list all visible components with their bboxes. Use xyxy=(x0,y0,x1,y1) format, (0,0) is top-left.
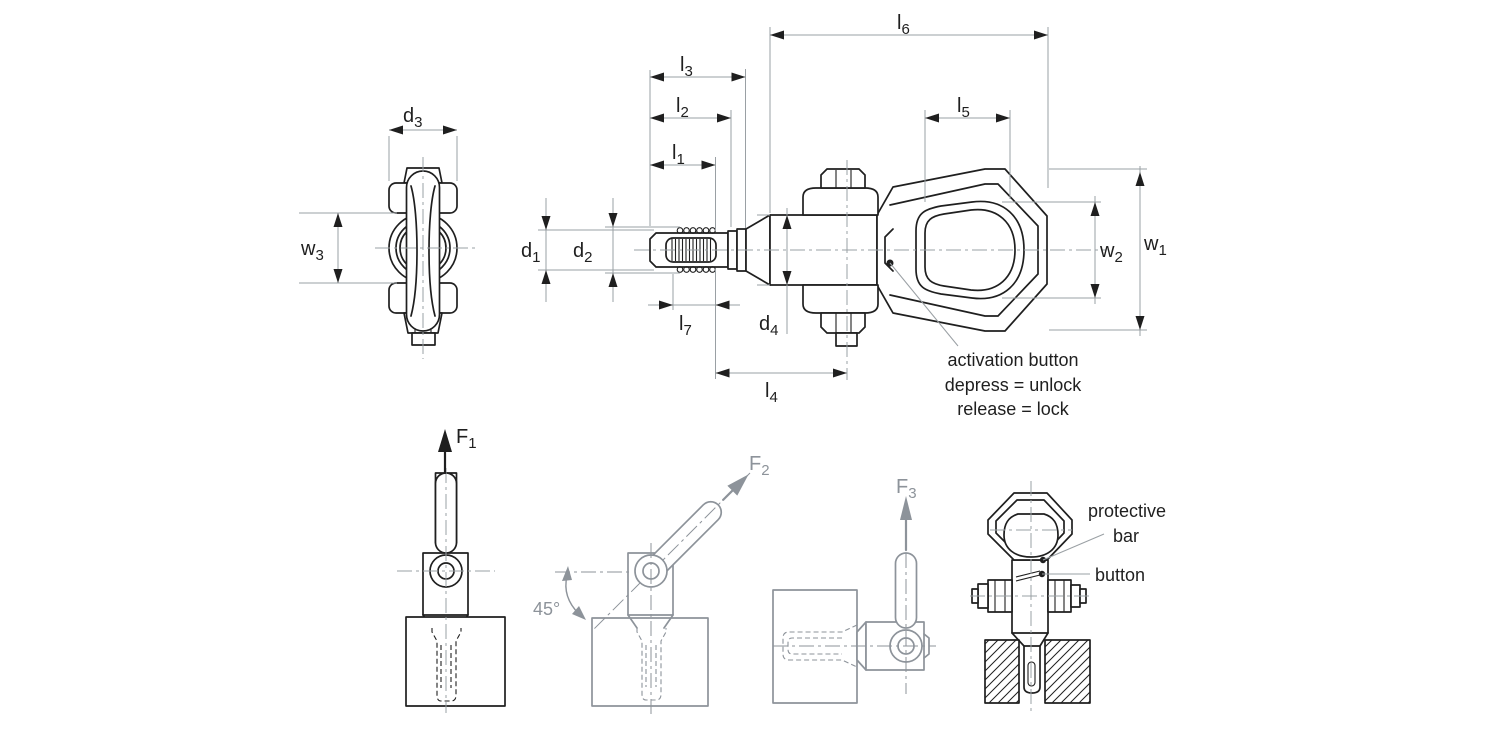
dim-label-d3: d3 xyxy=(403,105,422,131)
dim-label-l2: l2 xyxy=(676,95,689,121)
angle-label: 45° xyxy=(533,599,560,619)
w3-arrow-top xyxy=(333,213,343,227)
front-view-centerlines xyxy=(375,157,479,359)
f3-centerlines xyxy=(773,527,936,694)
section-shaft-slot xyxy=(1027,661,1036,687)
section-view: protective bar button xyxy=(970,481,1166,711)
bottom-locknut xyxy=(802,284,879,314)
dim-label-l7: l7 xyxy=(679,313,692,339)
section-centerlines xyxy=(970,481,1092,711)
top-hex-nut xyxy=(820,168,866,189)
protective-bar-note-line-1: protective xyxy=(1088,501,1166,521)
dim-label-l3: l3 xyxy=(680,54,693,80)
f2-mount-block xyxy=(591,617,709,707)
eye-hole-chamfer xyxy=(924,208,1016,292)
f2-arrow-shaft xyxy=(722,489,734,501)
dim-label-l4: l4 xyxy=(765,380,778,406)
f1-hidden-hole xyxy=(431,628,462,702)
front-view: d3 w3 xyxy=(299,105,479,359)
mounting-view-horizontal: F3 xyxy=(772,476,936,704)
d3-arrow-right xyxy=(443,125,457,135)
activation-note-line-2: depress = unlock xyxy=(945,375,1083,395)
button-note: button xyxy=(1095,565,1145,585)
top-locknut xyxy=(802,187,879,216)
protective-bar-note-line-2: bar xyxy=(1113,526,1139,546)
f2-rotated-eye xyxy=(594,472,751,629)
top-hex-facets xyxy=(835,170,852,188)
eye-hole-outer xyxy=(915,200,1025,300)
ball-spring-coils xyxy=(676,227,716,273)
d1-dim-lines xyxy=(538,198,654,302)
eye-blade-contour xyxy=(410,185,436,317)
mounting-view-vertical: F1 xyxy=(397,426,506,713)
w3-arrow-bottom xyxy=(333,269,343,283)
dim-label-w1: w1 xyxy=(1143,233,1167,259)
f2-arrow-head xyxy=(727,474,749,496)
dim-label-d4: d4 xyxy=(759,313,778,339)
side-view: l3 l2 l1 l6 l5 l7 l4 d1 d2 d4 xyxy=(521,12,1167,419)
force-label-f1: F1 xyxy=(456,426,477,452)
mounting-view-45deg: 45° F2 xyxy=(533,453,770,714)
activation-note-line-3: release = lock xyxy=(957,399,1070,419)
bottom-hex-nut xyxy=(820,312,866,334)
dim-label-w3: w3 xyxy=(300,238,324,264)
f2-angle-arrow-bottom xyxy=(572,606,586,620)
dim-label-l1: l1 xyxy=(672,142,685,168)
f2-angle-arrow-top xyxy=(562,566,572,581)
activation-leader-line xyxy=(889,262,959,347)
activation-note-line-1: activation button xyxy=(947,350,1078,370)
section-button-slot xyxy=(1015,570,1041,582)
section-block-right xyxy=(1044,639,1091,704)
dim-label-l5: l5 xyxy=(957,95,970,121)
dim-label-w2: w2 xyxy=(1099,240,1123,266)
force-label-f3: F3 xyxy=(896,476,917,502)
dim-label-d1: d1 xyxy=(521,240,540,266)
f3-arrow-head xyxy=(900,496,912,520)
dim-label-l6: l6 xyxy=(897,12,910,38)
dim-label-d2: d2 xyxy=(573,240,592,266)
w1-dim-lines xyxy=(1049,166,1147,336)
f2-body-taper xyxy=(627,614,674,629)
section-housing-taper xyxy=(1011,632,1049,647)
f1-centerlines xyxy=(397,468,495,713)
bottom-hex-facets-side xyxy=(835,313,852,333)
vertical-extension-lines xyxy=(649,27,1049,379)
d3-arrow-left xyxy=(389,125,403,135)
force-label-f2: F2 xyxy=(749,453,770,479)
activation-button-profile xyxy=(884,228,894,272)
f1-arrow-head xyxy=(438,429,452,452)
protective-bar-leader xyxy=(1042,533,1105,561)
section-block-left xyxy=(984,639,1020,704)
